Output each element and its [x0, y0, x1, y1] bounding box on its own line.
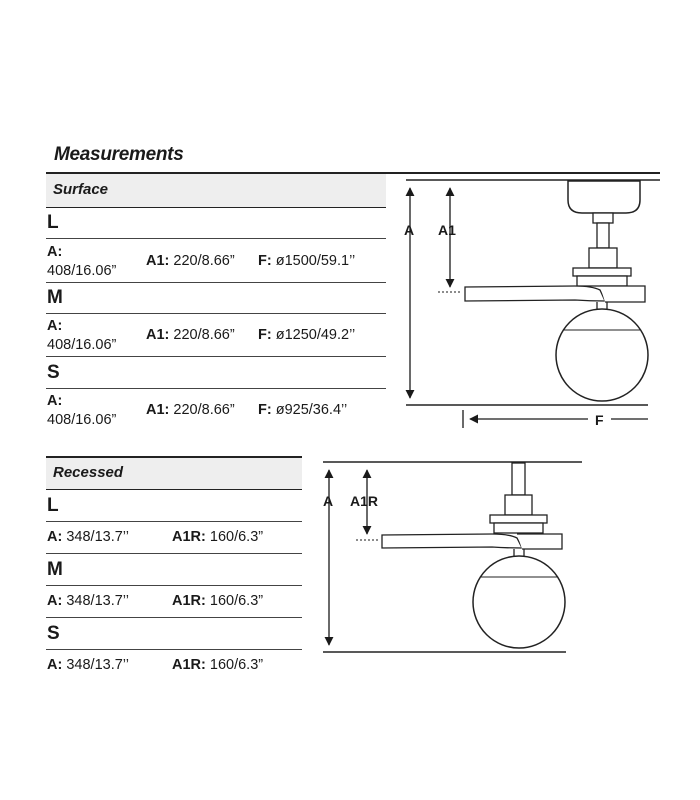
surface-row-divider: [46, 356, 386, 357]
recessed-s-a-value: A: 348/13.7’’: [47, 656, 129, 675]
surface-row-divider: [46, 238, 386, 239]
surface-size-label-s: S: [47, 362, 60, 383]
page-title: Measurements: [54, 144, 184, 165]
recessed-section-heading: Recessed: [46, 458, 302, 490]
a1r-val: 160/6.3”: [209, 529, 264, 545]
a1r-key: A1R:: [172, 657, 206, 673]
a-key: A:: [47, 529, 63, 545]
f-key: F:: [258, 253, 272, 269]
surface-s-f-value: F: ø925/36.4’’: [258, 401, 347, 420]
a-key: A:: [47, 244, 63, 260]
surface-m-f-value: F: ø1250/49.2’’: [258, 326, 355, 345]
recessed-row-divider: [46, 617, 302, 618]
f-key: F:: [258, 327, 272, 343]
surface-m-a1-value: A1: 220/8.66”: [146, 326, 235, 345]
downrod-coupling: [592, 212, 614, 224]
surface-row-divider: [46, 388, 386, 389]
dimension-a1-label: A1: [438, 222, 456, 238]
a1-val: 220/8.66”: [173, 402, 235, 418]
dimension-a-label: A: [404, 222, 414, 238]
motor-ring: [489, 514, 548, 524]
f-val: ø925/36.4’’: [275, 402, 348, 418]
recessed-size-label-l: L: [47, 495, 59, 516]
fan-blade-icon: [517, 533, 563, 550]
a-val: 348/13.7’’: [66, 593, 129, 609]
motor-housing-icon: [588, 247, 618, 269]
recessed-row-divider: [46, 553, 302, 554]
recessed-l-a1r-value: A1R: 160/6.3”: [172, 528, 263, 547]
surface-row-divider: [46, 282, 386, 283]
surface-section-heading: Surface: [46, 174, 386, 208]
recessed-fan-diagram: A A1R: [323, 461, 582, 653]
a1-key: A1:: [146, 327, 170, 343]
recessed-row-divider: [46, 585, 302, 586]
motor-housing-icon: [504, 494, 533, 516]
surface-s-a1-value: A1: 220/8.66”: [146, 401, 235, 420]
surface-size-label-l: L: [47, 212, 59, 233]
a-val: 408/16.06”: [47, 412, 117, 428]
f-val: ø1250/49.2’’: [275, 327, 356, 343]
a-val: 408/16.06”: [47, 337, 117, 353]
globe-light-icon: [472, 555, 566, 649]
a1r-val: 160/6.3”: [209, 593, 264, 609]
recessed-top-rule: [46, 456, 302, 458]
a1-val: 220/8.66”: [173, 253, 235, 269]
recessed-m-a-value: A: 348/13.7’’: [47, 592, 129, 611]
a-key: A:: [47, 593, 63, 609]
dimension-a1r-label: A1R: [350, 493, 378, 509]
surface-l-f-value: F: ø1500/59.1’’: [258, 252, 355, 271]
motor-base: [493, 522, 544, 534]
a1-key: A1:: [146, 253, 170, 269]
fan-blade-icon: [600, 285, 646, 303]
recessed-size-label-s: S: [47, 623, 60, 644]
dimension-a-label: A: [323, 493, 333, 509]
a1-val: 220/8.66”: [173, 327, 235, 343]
a-key: A:: [47, 318, 63, 334]
surface-size-label-m: M: [47, 287, 63, 308]
recessed-row-divider: [46, 649, 302, 650]
dimension-f-label: F: [595, 412, 604, 428]
recessed-m-a1r-value: A1R: 160/6.3”: [172, 592, 263, 611]
recessed-s-a1r-value: A1R: 160/6.3”: [172, 656, 263, 675]
surface-m-a-value: A: 408/16.06”: [47, 317, 142, 355]
motor-ring: [572, 267, 632, 277]
f-key: F:: [258, 402, 272, 418]
recessed-size-label-m: M: [47, 559, 63, 580]
a-val: 348/13.7’’: [66, 657, 129, 673]
recessed-l-a-value: A: 348/13.7’’: [47, 528, 129, 547]
canopy-icon: [567, 180, 641, 214]
fan-blade-icon: [381, 533, 524, 549]
recessed-row-divider: [46, 521, 302, 522]
a1r-key: A1R:: [172, 529, 206, 545]
fan-blade-icon: [464, 285, 607, 302]
a1-key: A1:: [146, 402, 170, 418]
surface-fan-diagram: A A1 F: [404, 179, 660, 428]
a1r-val: 160/6.3”: [209, 657, 264, 673]
surface-s-a-value: A: 408/16.06”: [47, 392, 142, 430]
globe-light-icon: [555, 308, 649, 402]
a-key: A:: [47, 393, 63, 409]
surface-l-a1-value: A1: 220/8.66”: [146, 252, 235, 271]
a-val: 408/16.06”: [47, 263, 117, 279]
title-rule: [46, 172, 660, 174]
a-val: 348/13.7’’: [66, 529, 129, 545]
a-key: A:: [47, 657, 63, 673]
downrod-icon: [596, 222, 610, 249]
f-val: ø1500/59.1’’: [275, 253, 356, 269]
downrod-icon: [511, 462, 526, 496]
a1r-key: A1R:: [172, 593, 206, 609]
motor-base: [576, 275, 628, 287]
surface-row-divider: [46, 313, 386, 314]
surface-l-a-value: A: 408/16.06”: [47, 243, 142, 281]
